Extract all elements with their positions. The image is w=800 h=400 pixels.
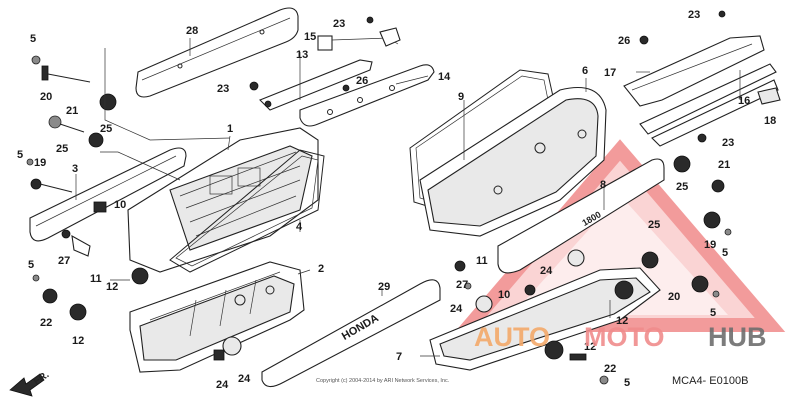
callout-1: 1 <box>227 123 233 135</box>
callout-22b: 22 <box>604 363 616 375</box>
callout-3: 3 <box>72 163 78 175</box>
part-1-cover <box>127 127 319 273</box>
part-29-trim: HONDA <box>261 279 441 388</box>
front-arrow: FR. <box>9 369 51 397</box>
callout-29: 29 <box>378 281 390 293</box>
callout-numbers: 5 20 21 25 25 5 19 3 10 27 5 11 12 22 12… <box>17 9 776 391</box>
part-13-rail <box>259 59 373 111</box>
callout-25c: 25 <box>676 181 688 193</box>
callout-18: 18 <box>764 115 776 127</box>
part-7-housing <box>429 267 661 371</box>
callout-5b: 5 <box>17 149 23 161</box>
callout-25b: 25 <box>56 143 68 155</box>
part-16-rail <box>639 63 779 147</box>
part-15-clip <box>317 27 401 51</box>
callout-8: 8 <box>600 179 606 191</box>
part-6-cover <box>419 86 607 237</box>
callout-5: 5 <box>30 33 36 45</box>
callout-26b: 26 <box>618 35 630 47</box>
callout-10b: 10 <box>498 289 510 301</box>
callout-11: 11 <box>90 273 102 285</box>
part-4-gasket <box>169 149 325 273</box>
callout-21: 21 <box>66 105 78 117</box>
callout-23b: 23 <box>333 18 345 30</box>
callout-24: 24 <box>216 379 229 391</box>
callout-12d: 12 <box>584 341 596 353</box>
callout-19: 19 <box>34 157 46 169</box>
callout-2: 2 <box>318 263 324 275</box>
callout-5f: 5 <box>624 377 630 389</box>
part-14-bracket <box>299 64 435 127</box>
fasteners <box>26 10 732 385</box>
callout-12b: 12 <box>72 335 84 347</box>
callout-23c: 23 <box>688 9 700 21</box>
callout-13: 13 <box>296 49 308 61</box>
callout-28: 28 <box>186 25 198 37</box>
callout-6: 6 <box>582 65 588 77</box>
watermark-logo: AUTO MOTO HUB <box>474 322 767 352</box>
part-2-housing <box>129 261 305 373</box>
callout-21b: 21 <box>718 159 730 171</box>
part-18-cap <box>757 87 781 105</box>
leader-lines <box>75 38 741 357</box>
callout-20b: 20 <box>668 291 680 303</box>
callout-5d: 5 <box>722 247 728 259</box>
callout-4: 4 <box>296 221 303 233</box>
callout-12c: 12 <box>616 315 628 327</box>
callout-27: 27 <box>58 255 70 267</box>
callout-9: 9 <box>458 91 464 103</box>
callout-24c: 24 <box>540 265 553 277</box>
callout-26: 26 <box>356 75 368 87</box>
callout-15: 15 <box>304 31 316 43</box>
callout-11b: 11 <box>476 255 488 267</box>
callout-24d: 24 <box>450 303 463 315</box>
callout-16: 16 <box>738 95 750 107</box>
watermark-moto: MOTO <box>584 322 665 352</box>
callout-27b: 27 <box>456 279 468 291</box>
copyright-text: Copyright (c) 2004-2014 by ARI Network S… <box>316 378 450 384</box>
callout-20: 20 <box>40 91 52 103</box>
callout-5e: 5 <box>710 307 716 319</box>
callout-24b: 24 <box>238 373 251 385</box>
watermark-auto: AUTO <box>474 322 550 352</box>
callout-23d: 23 <box>722 137 734 149</box>
callout-5c: 5 <box>28 259 34 271</box>
part-28-bar <box>135 7 299 98</box>
callout-25: 25 <box>100 123 112 135</box>
diagram-code: MCA4- E0100B <box>672 375 748 387</box>
watermark-hub: HUB <box>708 322 767 352</box>
part-17-bracket <box>623 35 765 107</box>
callout-12: 12 <box>106 281 118 293</box>
callout-22: 22 <box>40 317 52 329</box>
callout-19b: 19 <box>704 239 716 251</box>
callout-23: 23 <box>217 83 229 95</box>
callout-17: 17 <box>604 67 616 79</box>
callout-7: 7 <box>396 351 402 363</box>
callout-10: 10 <box>114 199 126 211</box>
callout-25d: 25 <box>648 219 660 231</box>
callout-14: 14 <box>438 71 451 83</box>
